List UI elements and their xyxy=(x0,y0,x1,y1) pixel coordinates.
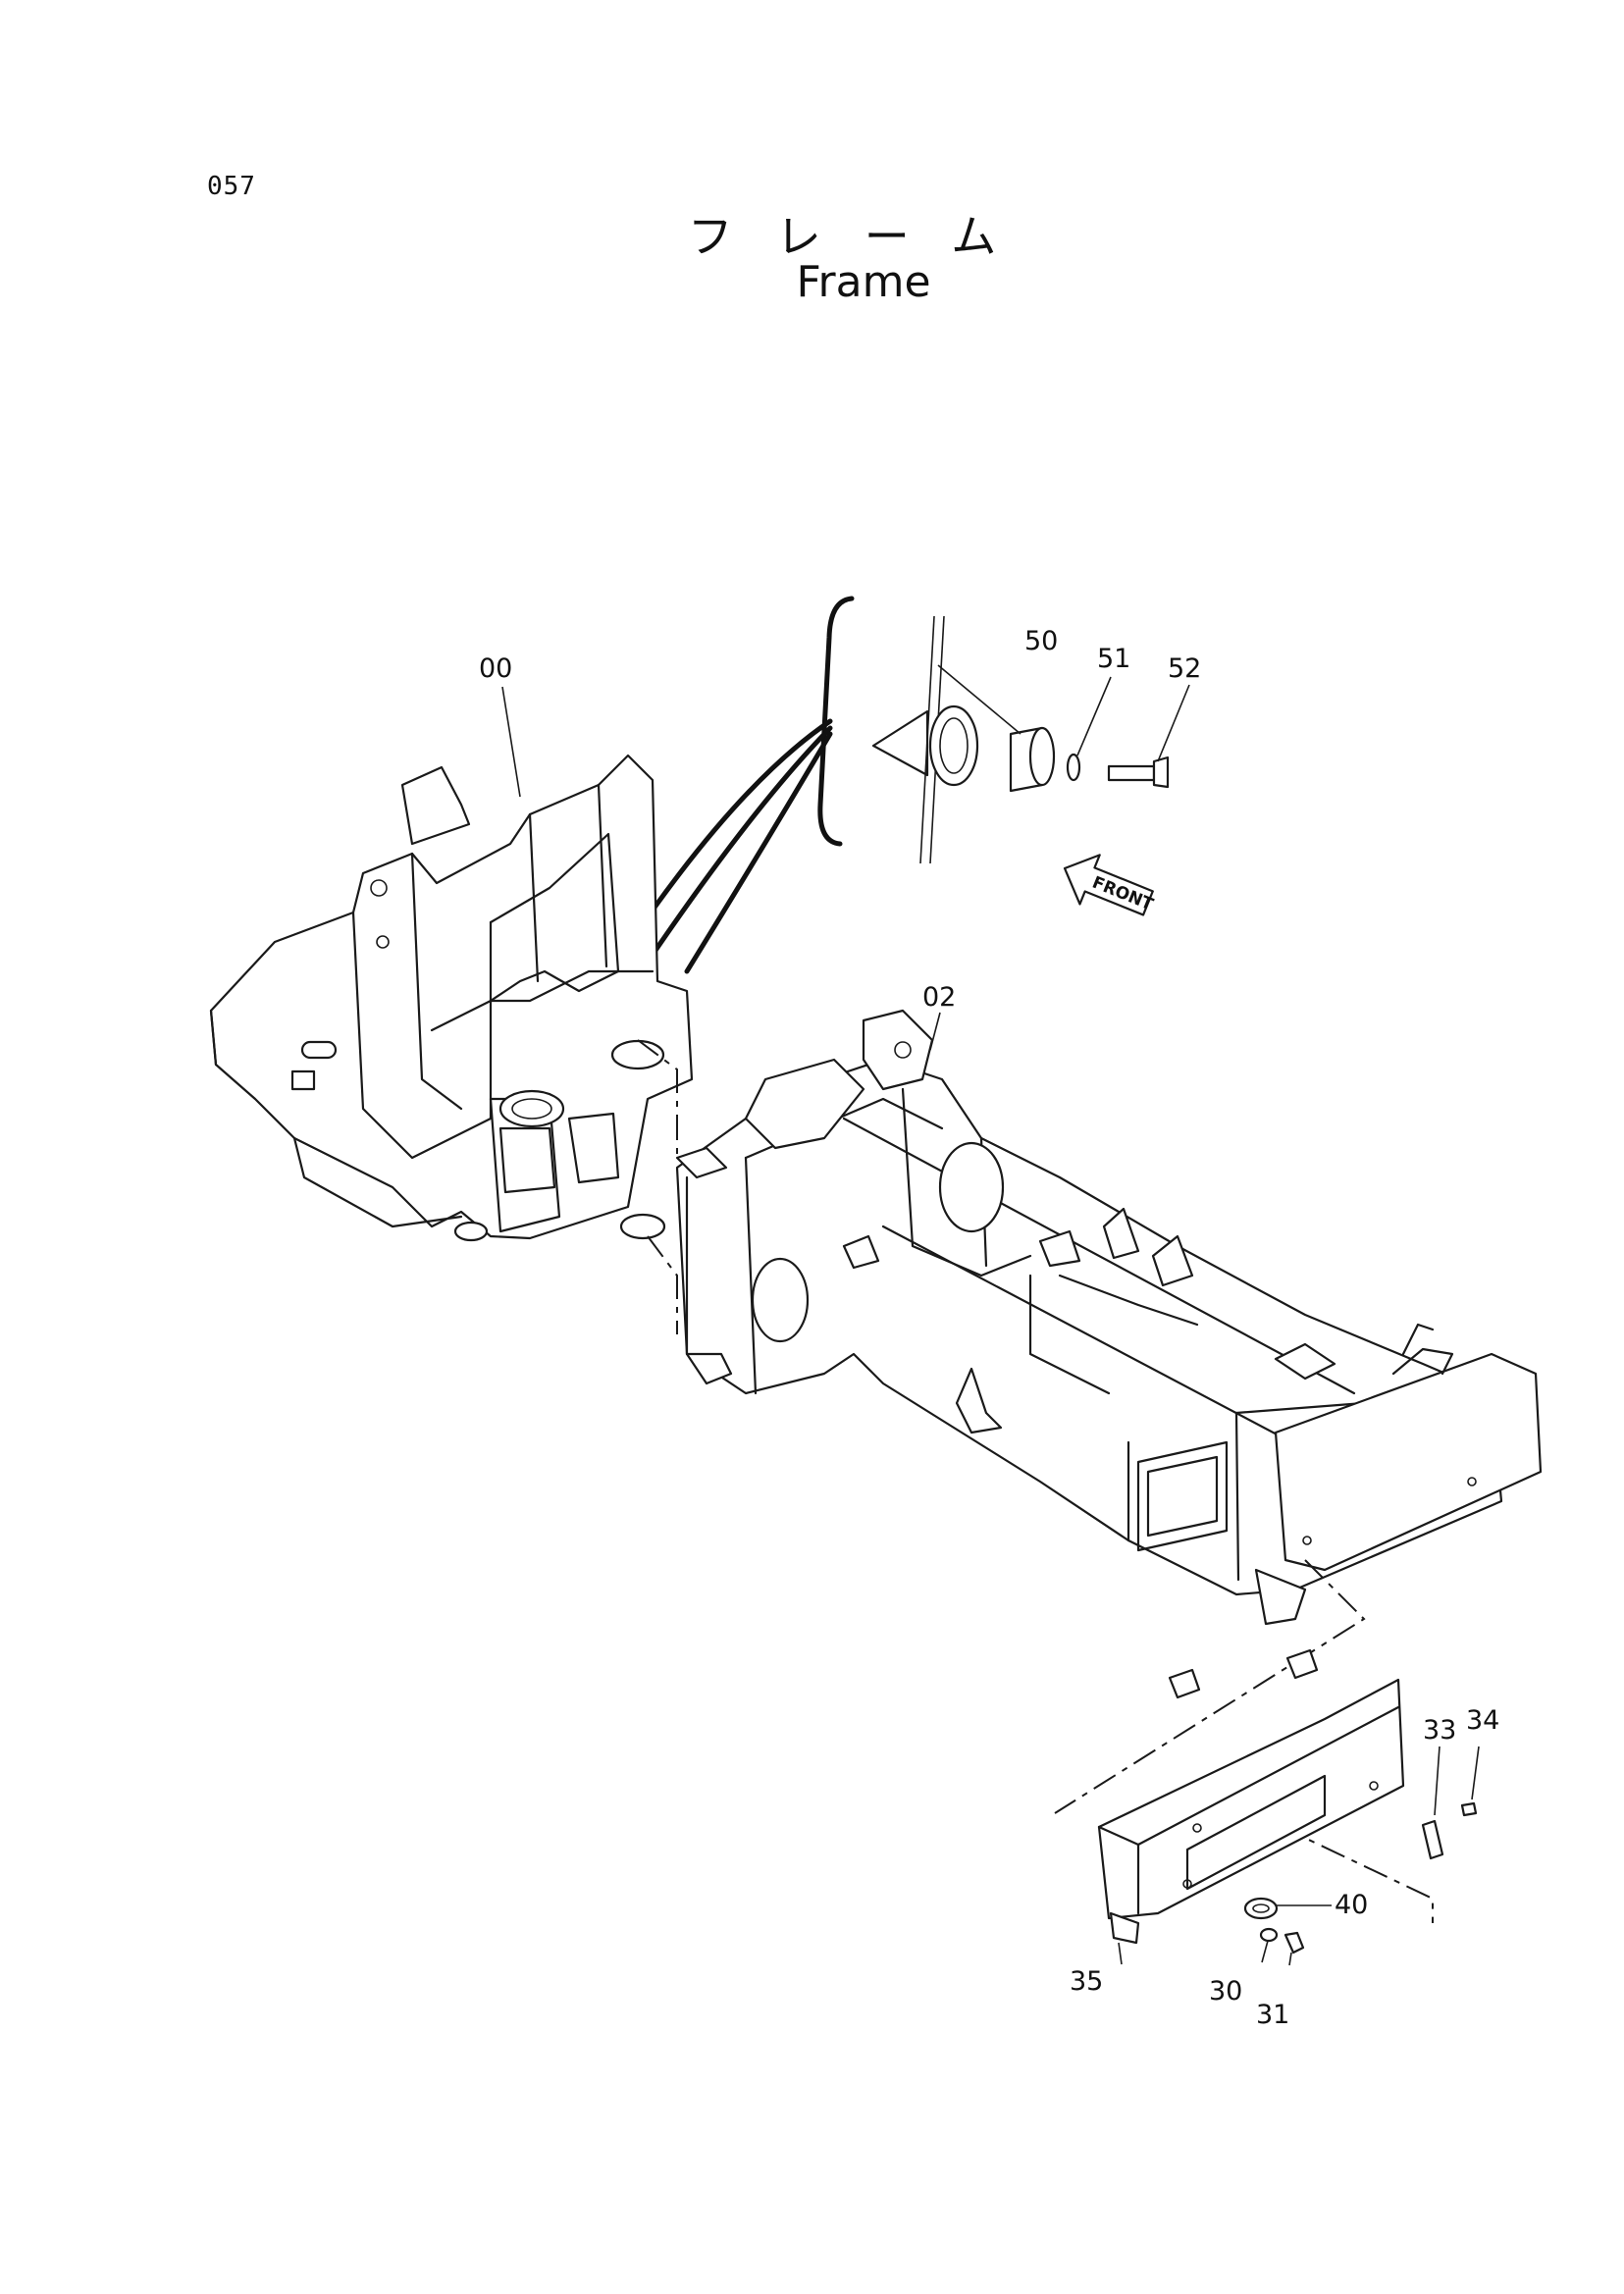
callout-30: 30 xyxy=(1209,1976,1242,2007)
frame-00-slot xyxy=(300,1040,338,1060)
page-number: 057 xyxy=(207,172,256,201)
callout-00: 00 xyxy=(479,653,512,684)
counterweight-slot xyxy=(1185,1774,1327,1891)
frame-00-mount-left xyxy=(498,1089,565,1128)
part-02-main-frame xyxy=(675,1009,1543,1626)
callout-52: 52 xyxy=(1168,653,1201,684)
frame-02-inner-hole xyxy=(938,1141,1005,1233)
callout-labels: 00 02 50 51 52 33 34 40 35 30 31 xyxy=(479,626,1499,2030)
callout-40: 40 xyxy=(1335,1890,1368,1920)
title-japanese: フレーム xyxy=(687,210,1040,263)
callout-50: 50 xyxy=(1024,626,1058,656)
frame-02-side-hole xyxy=(751,1257,810,1343)
part-00-front-frame xyxy=(209,754,694,1242)
front-direction-arrow: FRONT xyxy=(1063,854,1156,916)
callout-34: 34 xyxy=(1466,1705,1499,1736)
part-52-bolt xyxy=(1107,756,1170,789)
part-33-pin xyxy=(1421,1819,1444,1860)
part-30-washer xyxy=(1259,1927,1279,1943)
part-35-counterweight xyxy=(1097,1648,1405,1945)
part-31-bolt xyxy=(1283,1931,1305,1955)
title-english: Frame xyxy=(796,257,931,307)
frame-00-mount-right xyxy=(610,1039,665,1070)
inset-bracket xyxy=(817,596,855,847)
frame-02-rear-plate xyxy=(1274,1352,1543,1572)
part-51-washer xyxy=(1066,753,1081,782)
callout-33: 33 xyxy=(1423,1715,1456,1746)
leader-lines xyxy=(501,664,1480,1966)
part-40-eye-ring xyxy=(1243,1897,1279,1920)
callout-35: 35 xyxy=(1070,1966,1103,1997)
part-34-clip xyxy=(1460,1801,1478,1817)
callout-31: 31 xyxy=(1256,2000,1289,2030)
mount-cushion-boss xyxy=(928,704,979,787)
callout-51: 51 xyxy=(1097,644,1130,674)
frame-02-top-pad xyxy=(862,1009,934,1091)
callout-02: 02 xyxy=(922,982,956,1013)
